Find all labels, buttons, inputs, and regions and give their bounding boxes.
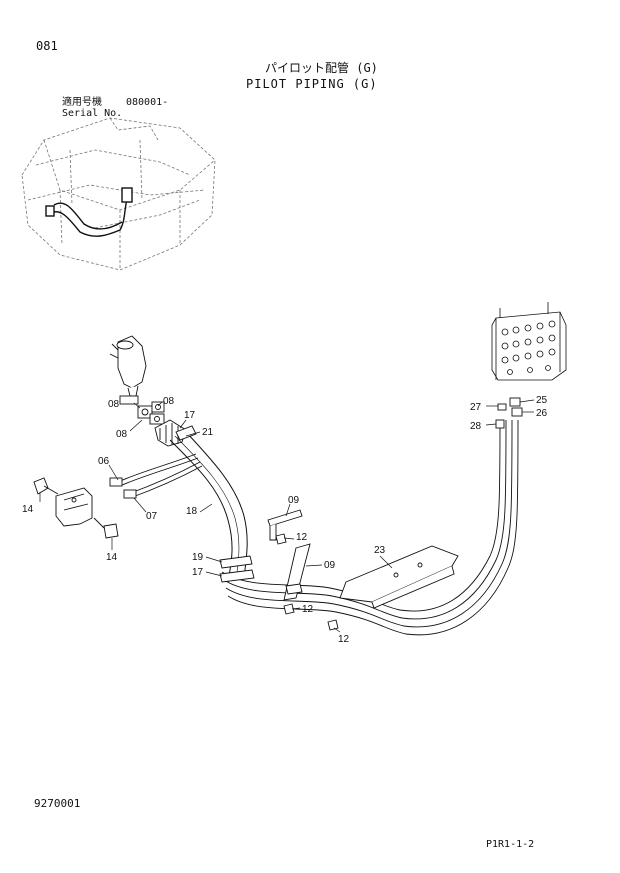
callout-08: 08 <box>108 399 120 410</box>
document-id: 9270001 <box>34 797 81 810</box>
callout-12: 12 <box>302 604 314 615</box>
callout-09: 09 <box>288 495 300 506</box>
callout-12: 12 <box>296 532 308 543</box>
pilot-valve <box>109 335 147 405</box>
callout-17: 17 <box>184 410 196 421</box>
callout-19: 19 <box>192 552 204 563</box>
bracket-upper <box>267 509 303 541</box>
callout-14: 14 <box>22 504 34 515</box>
title-english: PILOT PIPING (G) <box>246 77 378 91</box>
callout-26: 26 <box>536 408 548 419</box>
bracket-lower <box>283 543 311 601</box>
callout-21: 21 <box>202 427 214 438</box>
sheet-id: P1R1-1-2 <box>486 839 535 850</box>
callout-08: 08 <box>116 429 128 440</box>
serial-value: 080001- <box>126 97 169 108</box>
page-number: 081 <box>36 39 58 53</box>
callout-18: 18 <box>186 506 198 517</box>
serial-label-japanese: 適用号機 <box>62 97 102 108</box>
callout-09: 09 <box>324 560 336 571</box>
overview-harness <box>45 187 133 237</box>
callout-23: 23 <box>374 545 386 556</box>
machine-overview <box>21 117 216 271</box>
callout-08: 08 <box>163 396 175 407</box>
bolts <box>275 533 339 631</box>
callout-07: 07 <box>146 511 158 522</box>
title-japanese: パイロット配管 (G) <box>265 61 378 75</box>
callout-14: 14 <box>106 552 118 563</box>
hose-clamps <box>175 425 255 583</box>
switch-bracket <box>33 477 137 539</box>
callout-27: 27 <box>470 402 482 413</box>
callout-25: 25 <box>536 395 548 406</box>
callout-06: 06 <box>98 456 110 467</box>
callout-28: 28 <box>470 421 482 432</box>
fitting-cluster <box>137 401 165 425</box>
control-valve <box>491 302 567 381</box>
leader-lines <box>39 399 535 633</box>
cover-plate <box>339 545 459 609</box>
pilot-pipe-run <box>221 419 519 636</box>
serial-label-english: Serial No. <box>62 108 123 119</box>
callout-17: 17 <box>192 567 204 578</box>
callout-12: 12 <box>338 634 350 645</box>
